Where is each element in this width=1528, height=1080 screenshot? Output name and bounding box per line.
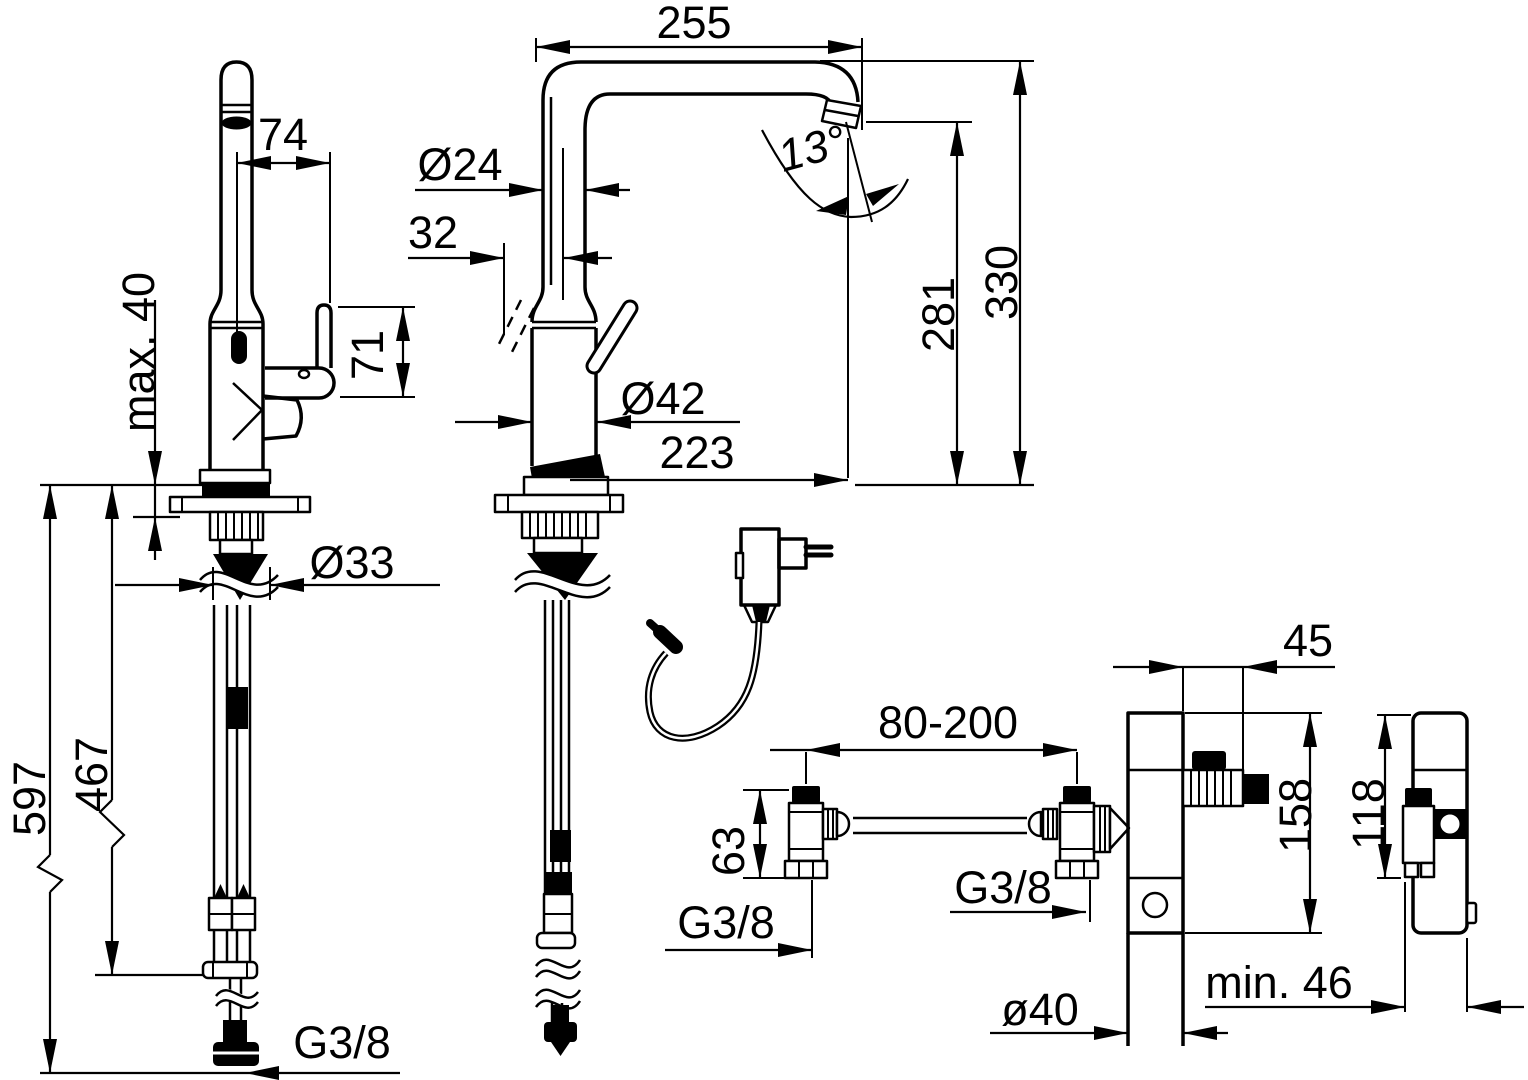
dim-label-63: 63	[703, 826, 754, 876]
dim-g38-right: G3/8	[950, 862, 1091, 922]
dim-281: 281	[866, 121, 972, 485]
shank-break	[213, 554, 268, 600]
dim-label-80-200: 80-200	[878, 697, 1018, 748]
dim-label-223: 223	[659, 427, 734, 478]
dim-o24: Ø24	[415, 139, 630, 197]
mounting-plate	[493, 493, 625, 514]
dim-74: 74	[236, 109, 331, 345]
valve-body	[1401, 804, 1436, 865]
dim-min-46: min. 46	[1205, 882, 1524, 1014]
dim-o40: ø40	[990, 984, 1228, 1040]
dim-80-200: 80-200	[770, 697, 1078, 784]
dim-label-o42: Ø42	[620, 373, 705, 424]
control-unit-side-view	[1401, 711, 1478, 935]
handle-alt-position	[496, 299, 523, 347]
inlet-pipe-assembly	[783, 786, 1131, 880]
dim-118: 118	[1343, 714, 1411, 879]
dim-label-71: 71	[342, 330, 393, 380]
valve-cap	[1192, 751, 1226, 770]
dim-255: 255	[535, 0, 863, 130]
push-fit-cone	[1108, 806, 1131, 851]
hex-plug	[1243, 774, 1269, 804]
mounting-plate	[168, 495, 312, 514]
sensor-window	[231, 331, 247, 364]
dim-label-467: 467	[66, 737, 117, 812]
dim-label-g38-right: G3/8	[954, 862, 1052, 913]
euro-plug	[777, 537, 808, 570]
dim-label-281: 281	[913, 277, 964, 352]
faucet-front-view	[493, 60, 863, 1056]
dim-13deg: 13°	[761, 115, 909, 478]
right-valve-cap	[1063, 786, 1091, 803]
dim-label-min-46: min. 46	[1205, 957, 1353, 1008]
dim-max-40: max. 40	[113, 272, 180, 560]
dim-o33: Ø33	[115, 537, 440, 600]
dim-label-g38-mid: G3/8	[677, 897, 775, 948]
dim-71: 71	[338, 306, 415, 398]
dim-label-330: 330	[976, 245, 1027, 320]
power-adapter-body	[739, 527, 781, 607]
valve-port	[1437, 811, 1463, 837]
mounting-hole	[1141, 891, 1169, 919]
dim-label-o24: Ø24	[417, 139, 502, 190]
dim-label-597: 597	[4, 761, 55, 836]
base-gasket	[202, 483, 270, 497]
dim-label-32: 32	[408, 207, 458, 258]
dim-158: 158	[1185, 712, 1322, 934]
aerator-band	[221, 116, 252, 130]
side-tab	[1465, 901, 1478, 925]
control-unit-front-view	[1126, 711, 1269, 1046]
dim-330: 330	[820, 60, 1034, 485]
dim-467: 467	[66, 485, 204, 977]
dim-o42: Ø42	[455, 373, 740, 429]
hose-clamp	[201, 960, 259, 980]
control-box-front	[1126, 711, 1185, 935]
faucet-side-view	[168, 60, 336, 1066]
dim-32: 32	[408, 148, 612, 335]
dim-45: 45	[1113, 615, 1335, 770]
dim-label-255: 255	[656, 0, 731, 48]
dim-label-o33: Ø33	[309, 537, 394, 588]
dim-label-158: 158	[1270, 778, 1321, 853]
handle-lever	[315, 303, 333, 368]
dim-label-o40: ø40	[1001, 984, 1079, 1035]
dim-label-g38-left: G3/8	[293, 1017, 391, 1068]
dim-label-13deg: 13°	[772, 115, 851, 182]
dim-label-74: 74	[258, 109, 308, 160]
dimension-annotations: 74 max. 40 71 Ø33	[4, 0, 1524, 1080]
dim-label-118: 118	[1343, 778, 1394, 850]
dim-label-max-40: max. 40	[113, 272, 164, 432]
power-supply-unit	[644, 527, 834, 742]
dim-223: 223	[570, 427, 848, 487]
left-valve-cap	[792, 786, 820, 803]
dim-g38-left: G3/8	[245, 1017, 391, 1080]
dim-g38-mid: G3/8	[665, 880, 813, 958]
valve-cap	[1405, 788, 1432, 806]
hose-sleeve	[226, 687, 248, 729]
dim-label-45: 45	[1283, 615, 1333, 666]
dim-63: 63	[703, 789, 789, 879]
dim-597: 597	[4, 485, 400, 1075]
